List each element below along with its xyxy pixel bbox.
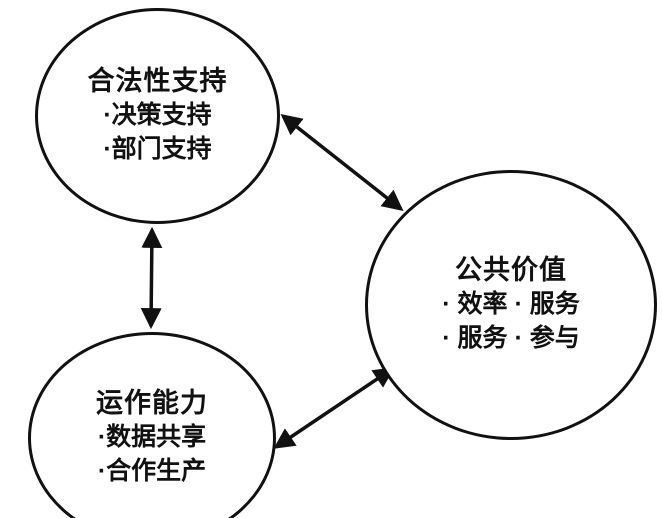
node-operational-capacity-item: ·合作生产 <box>97 456 207 485</box>
node-legitimacy-support-item: ·决策支持 <box>103 101 212 130</box>
node-legitimacy-support-title: 合法性支持 <box>87 66 228 97</box>
node-legitimacy-support-item: ·部门支持 <box>103 134 212 163</box>
node-operational-capacity-items: ·数据共享 ·合作生产 <box>98 421 206 489</box>
edge-capacity-publicvalue-arrow <box>273 367 395 449</box>
node-public-value-item: · 服务 · 参与 <box>442 323 580 352</box>
node-operational-capacity-item: ·数据共享 <box>97 423 207 452</box>
node-legitimacy-support: 合法性支持 ·决策支持 ·部门支持 <box>35 8 280 224</box>
node-public-value-item: · 效率 · 服务 <box>442 290 580 319</box>
edge-legitimacy-capacity-arrow <box>140 226 163 330</box>
node-operational-capacity-title: 运作能力 <box>96 388 208 419</box>
node-legitimacy-support-items: ·决策支持 ·部门支持 <box>103 99 211 167</box>
edge-legitimacy-publicvalue-arrow <box>280 114 404 211</box>
node-public-value-items: · 效率 · 服务 · 服务 · 参与 <box>442 288 580 356</box>
node-public-value-title: 公共价值 <box>455 255 567 286</box>
node-public-value: 公共价值 · 效率 · 服务 · 服务 · 参与 <box>365 170 657 440</box>
node-operational-capacity: 运作能力 ·数据共享 ·合作生产 <box>28 332 276 518</box>
